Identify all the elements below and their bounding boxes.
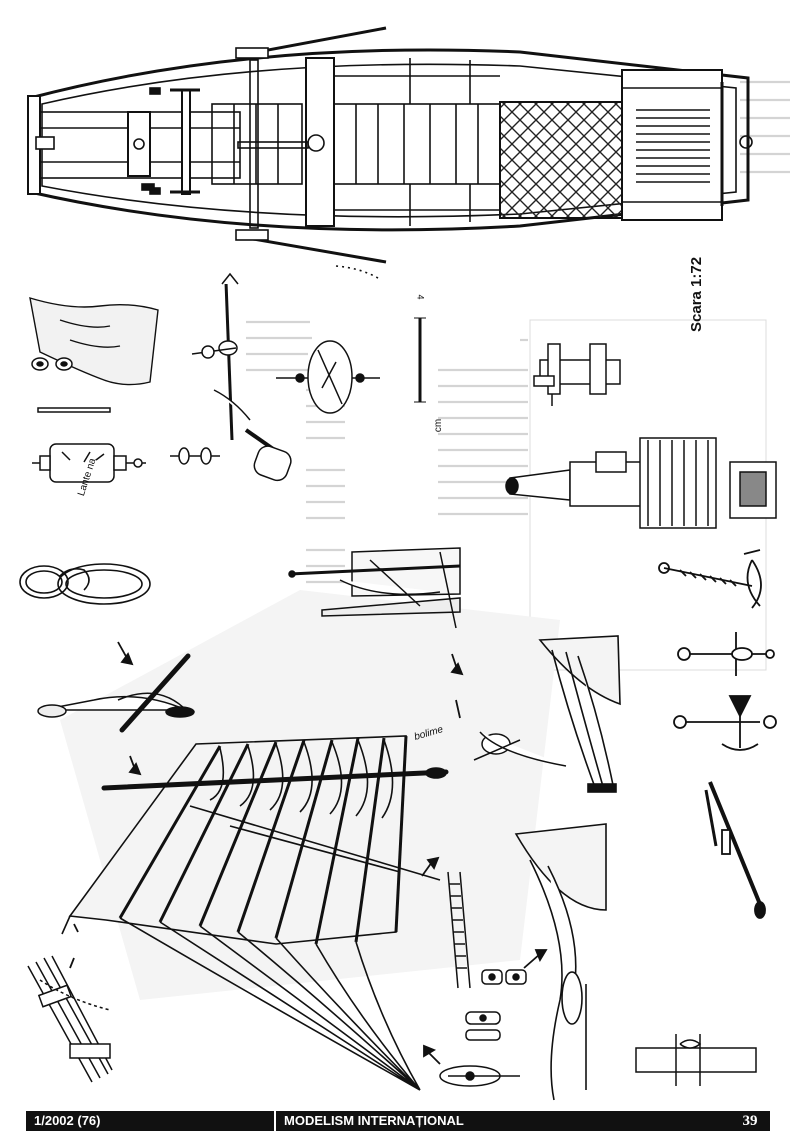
hull-plan-view: [27, 26, 753, 279]
mast-head-detail: [191, 272, 292, 482]
plan-drawings: [19, 26, 790, 1101]
page-footer: 1/2002 (76) MODELISM INTERNAȚIONAL 39: [0, 1108, 800, 1134]
block-detail: [473, 731, 567, 767]
windlass-drum-detail: [276, 340, 380, 414]
magazine-title: MODELISM INTERNAȚIONAL: [276, 1111, 730, 1131]
cm-label: cm: [433, 418, 445, 433]
cleat-block-detail: [635, 1034, 757, 1086]
direction-arrows: [69, 641, 548, 1065]
lower-foresail-drawing: [514, 823, 607, 1101]
main-batten-sail: [61, 735, 449, 1091]
rope-coil-detail: [19, 563, 151, 605]
bleed-through-text: [246, 80, 790, 696]
dimension-label: 4: [415, 294, 426, 300]
anchor-side-view: [677, 632, 775, 676]
page-number: 39: [730, 1111, 770, 1131]
furled-sail-detail: [288, 547, 461, 629]
deadeye-pair: [31, 357, 73, 371]
lantern-detail: [32, 443, 146, 483]
small-fittings: [439, 969, 527, 1087]
oar-and-tiller: [704, 781, 766, 919]
scale-bar: [414, 317, 426, 403]
rope-ladder-detail: [447, 871, 471, 989]
pulley-pair: [170, 447, 220, 465]
small-rod: [37, 407, 111, 413]
issue-label: 1/2002 (76): [26, 1111, 274, 1131]
anchor-front-view: [673, 695, 777, 751]
anchor-with-chain: [658, 549, 762, 609]
flag-detail: [29, 297, 159, 386]
scale-label: Scara 1:72: [688, 256, 705, 332]
stowed-spars-detail: [27, 955, 113, 1083]
cannon-mount-detail: [505, 437, 777, 529]
foresail-drawing: [538, 635, 621, 793]
belaying-cleat-detail: [37, 653, 195, 733]
rudder-fitting-detail: [533, 343, 621, 406]
